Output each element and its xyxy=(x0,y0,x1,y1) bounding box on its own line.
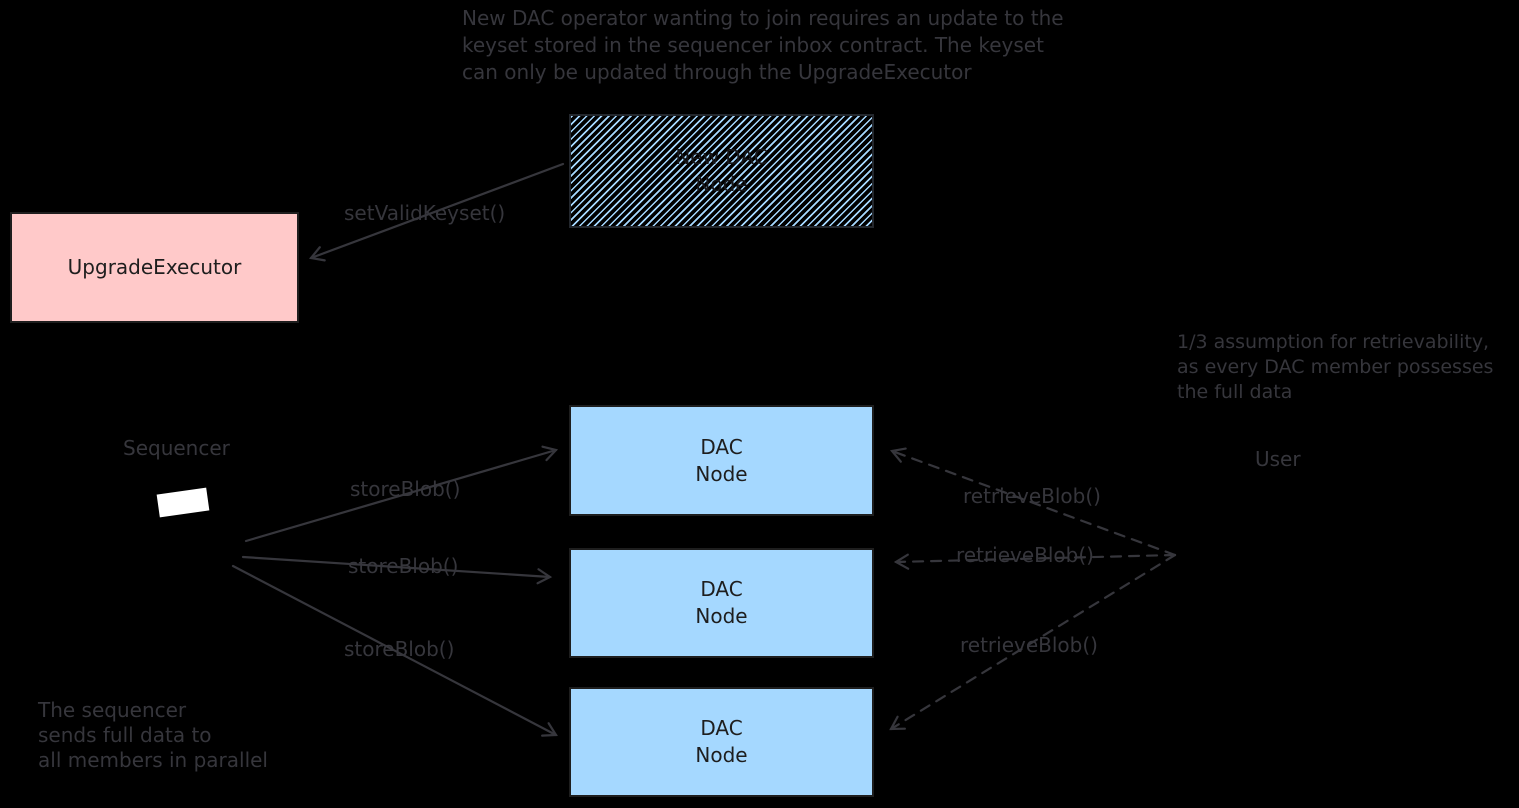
retrievability-note-line-1: 1/3 assumption for retrievability, xyxy=(1177,331,1490,353)
dac-node-2-label-line-1: DAC xyxy=(700,577,743,601)
retrieve-blob-arrow-2 xyxy=(893,553,1177,570)
parallel-note: The sequencer sends full data to all mem… xyxy=(38,698,268,773)
new-dac-node-box: New DAC Node xyxy=(569,114,874,228)
sequencer-label: Sequencer xyxy=(123,436,230,460)
store-blob-label-2: storeBlob() xyxy=(348,554,459,578)
new-dac-node-label-line-1: New DAC xyxy=(675,145,768,169)
retrievability-note: 1/3 assumption for retrievability, as ev… xyxy=(1177,330,1493,405)
set-valid-keyset-label: setValidKeyset() xyxy=(344,201,506,225)
store-blob-arrow-2 xyxy=(241,555,553,585)
dac-node-box-3: DAC Node xyxy=(569,687,874,797)
retrieve-blob-label-1: retrieveBlob() xyxy=(963,484,1101,508)
retrievability-note-line-3: the full data xyxy=(1177,381,1293,403)
dac-node-1-label-line-2: Node xyxy=(695,461,748,486)
retrieve-blob-arrow-1 xyxy=(889,447,1177,557)
dac-node-box-2: DAC Node xyxy=(569,548,874,658)
store-blob-label-1: storeBlob() xyxy=(350,477,461,501)
dac-node-3-label-line-2: Node xyxy=(695,743,748,767)
store-blob-arrow-3 xyxy=(231,564,558,737)
keyset-note-line-2: keyset stored in the sequencer inbox con… xyxy=(462,33,1044,57)
store-blob-arrow-1 xyxy=(244,445,559,543)
dac-node-2-label-line-2: Node xyxy=(695,604,748,628)
keyset-note: New DAC operator wanting to join require… xyxy=(462,5,1064,86)
parallel-note-line-3: all members in parallel xyxy=(38,748,268,772)
user-label: User xyxy=(1255,447,1301,471)
dac-node-box-1: DAC Node xyxy=(569,405,874,516)
retrieve-blob-label-3: retrieveBlob() xyxy=(960,633,1098,657)
keyset-note-line-3: can only be updated through the UpgradeE… xyxy=(462,60,972,84)
parallel-note-line-2: sends full data to xyxy=(38,723,212,747)
retrievability-note-line-2: as every DAC member possesses xyxy=(1177,356,1494,378)
set-valid-keyset-arrow xyxy=(308,162,565,262)
retrieve-blob-label-2: retrieveBlob() xyxy=(956,543,1094,567)
dac-node-1-label-line-1: DAC xyxy=(700,434,743,459)
keyset-note-line-1: New DAC operator wanting to join require… xyxy=(462,6,1064,30)
new-dac-node-label-line-2: Node xyxy=(695,172,748,196)
parallel-note-line-1: The sequencer xyxy=(38,698,187,722)
retrieve-blob-arrow-3 xyxy=(889,553,1177,731)
upgrade-executor-box: UpgradeExecutor xyxy=(10,212,299,323)
store-blob-label-3: storeBlob() xyxy=(344,637,455,661)
upgrade-executor-label: UpgradeExecutor xyxy=(67,255,242,279)
dac-node-3-label-line-1: DAC xyxy=(700,716,743,740)
